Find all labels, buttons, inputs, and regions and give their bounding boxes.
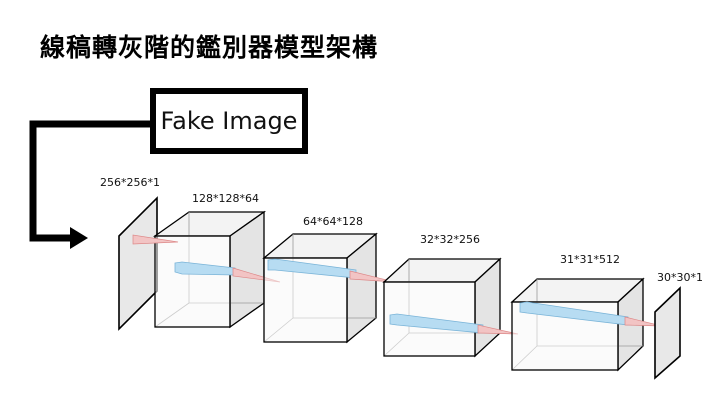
layer-5-label: 31*31*512	[560, 253, 620, 266]
kernel-3	[349, 270, 396, 283]
layer-6-label: 30*30*1	[657, 271, 703, 284]
layer-3-cube	[262, 232, 378, 344]
layer-4-cube	[382, 257, 502, 358]
layer-1-label: 256*256*1	[100, 176, 160, 189]
input-image-label: Fake Image	[160, 107, 298, 135]
kernel-5	[624, 316, 663, 327]
layer-5-cube	[510, 277, 645, 372]
layer-2-cube	[152, 210, 267, 329]
layer-3-label: 64*64*128	[303, 215, 363, 228]
kernel-4	[477, 324, 519, 335]
page-title: 線稿轉灰階的鑑別器模型架構	[40, 33, 379, 62]
input-flow-arrow	[29, 120, 150, 249]
input-image-box: Fake Image	[150, 88, 308, 154]
layer-4-label: 32*32*256	[420, 233, 480, 246]
layer-2-label: 128*128*64	[192, 192, 259, 205]
layer-6-slab	[654, 286, 681, 380]
layer-1-slab	[118, 196, 158, 331]
kernel-1	[132, 234, 179, 245]
